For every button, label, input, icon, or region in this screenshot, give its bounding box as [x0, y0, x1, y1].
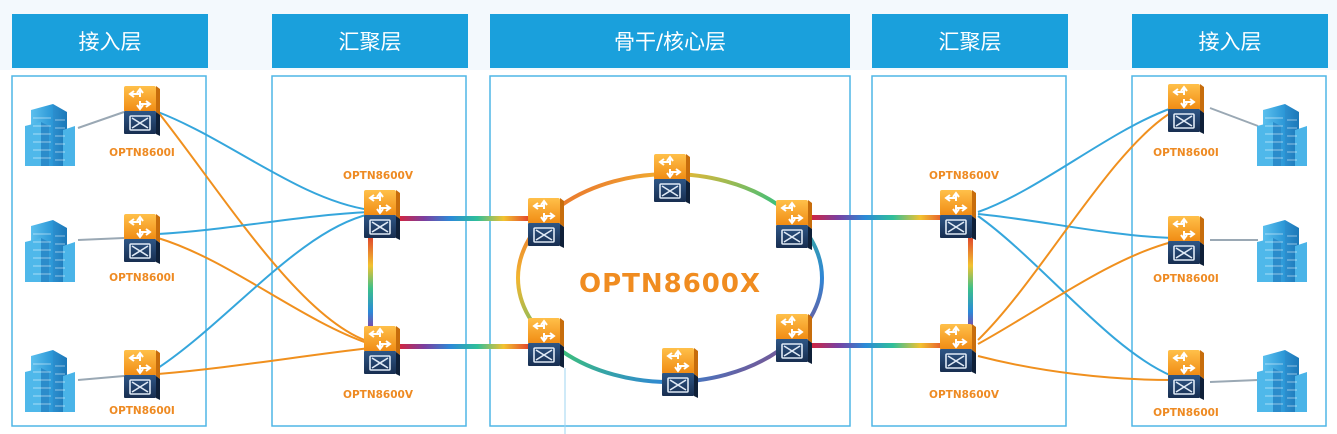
panel-access-left	[11, 75, 207, 427]
switch-icon	[1167, 83, 1205, 134]
switch-icon	[939, 323, 977, 374]
label-agg-right-bottom: OPTN8600V	[929, 389, 1000, 401]
switch-icon	[527, 197, 565, 248]
switch-icon	[363, 189, 401, 240]
header-access-right-bar	[1132, 14, 1328, 68]
switch-icon	[363, 325, 401, 376]
links-right	[977, 107, 1173, 381]
header-core: 骨干/核心层	[614, 30, 726, 54]
label-agg-right-top: OPTN8600V	[929, 170, 1000, 182]
header-access-right: 接入层	[1199, 30, 1262, 54]
building-icon	[24, 349, 76, 412]
header-agg-left: 汇聚层	[339, 30, 402, 54]
panel-agg-left	[271, 75, 467, 427]
trunk-links	[368, 215, 973, 349]
label-access-left-1: OPTN8600I	[109, 147, 175, 159]
panel-core	[489, 75, 851, 427]
building-icon	[1256, 349, 1308, 412]
building-links	[77, 107, 1259, 383]
building-icon	[1256, 219, 1308, 282]
header-core-bar	[490, 14, 850, 68]
switch-icon	[123, 213, 161, 264]
building-icon	[24, 103, 76, 166]
switch-icon	[775, 313, 813, 364]
label-access-left-2: OPTN8600I	[109, 272, 175, 284]
switch-icon	[661, 347, 699, 398]
header-agg-right-bar	[872, 14, 1068, 68]
switch-icon	[1167, 349, 1205, 400]
links-left	[157, 111, 371, 375]
switch-icon	[653, 153, 691, 204]
label-agg-left-top: OPTN8600V	[343, 170, 414, 182]
building-icon	[1256, 103, 1308, 166]
header-agg-right: 汇聚层	[939, 30, 1002, 54]
panel-access-right	[1131, 75, 1327, 427]
core-ring-label: OPTN8600X	[579, 269, 761, 299]
switch-icon	[775, 199, 813, 250]
switch-icon	[527, 317, 565, 368]
label-access-left-3: OPTN8600I	[109, 405, 175, 417]
switch-icon	[123, 85, 161, 136]
switch-icon	[1167, 215, 1205, 266]
header-access-left-bar	[12, 14, 208, 68]
switch-icon	[123, 349, 161, 400]
label-access-right-2: OPTN8600I	[1153, 273, 1219, 285]
label-access-right-3: OPTN8600I	[1153, 407, 1219, 419]
panel-agg-right	[871, 75, 1067, 427]
header-agg-left-bar	[272, 14, 468, 68]
label-agg-left-bottom: OPTN8600V	[343, 389, 414, 401]
label-access-right-1: OPTN8600I	[1153, 147, 1219, 159]
building-icon	[24, 219, 76, 282]
header-access-left: 接入层	[79, 30, 142, 54]
switch-icon	[939, 189, 977, 240]
